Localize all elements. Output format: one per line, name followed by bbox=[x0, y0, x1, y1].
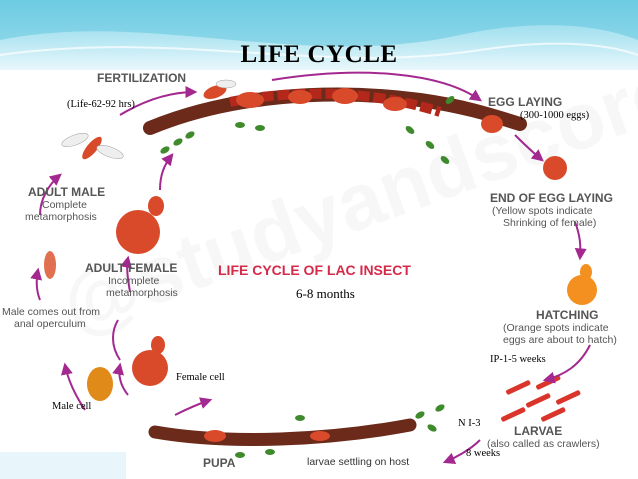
note-female-cell: Female cell bbox=[176, 372, 225, 383]
note-eggs: (300-1000 eggs) bbox=[520, 110, 590, 121]
note-life: (Life-62-92 hrs) bbox=[67, 99, 135, 110]
adult-male-description-line2: metamorphosis bbox=[25, 211, 97, 223]
label-larvae: LARVAE bbox=[514, 424, 563, 438]
adult-male-description-line1: Complete bbox=[42, 199, 87, 211]
hatching-description-line1: (Orange spots indicate bbox=[503, 322, 609, 334]
label-adult-male: ADULT MALE bbox=[28, 185, 106, 199]
emerging-male-insect bbox=[44, 251, 56, 279]
end-egg-laying-description-line1: (Yellow spots indicate bbox=[492, 205, 593, 217]
end-egg-laying-description-line2: Shrinking of female) bbox=[503, 217, 597, 229]
center-title: LIFE CYCLE OF LAC INSECT bbox=[218, 262, 411, 278]
bottom-leaves bbox=[235, 404, 445, 458]
male-cell bbox=[87, 367, 113, 401]
label-pupa: PUPA bbox=[203, 456, 236, 470]
cycle-arrows bbox=[30, 71, 591, 465]
adult-female-description-line2: metamorphosis bbox=[106, 287, 178, 299]
label-fertilization: FERTILIZATION bbox=[97, 71, 187, 85]
label-larvae-settling: larvae settling on host bbox=[307, 456, 410, 468]
label-end-egg-laying: END OF EGG LAYING bbox=[490, 191, 613, 205]
end-egg-laying-insect bbox=[543, 156, 567, 180]
male-exit-line1: Male comes out from bbox=[2, 306, 101, 318]
label-hatching: HATCHING bbox=[536, 308, 599, 322]
top-leaves bbox=[160, 96, 455, 164]
label-adult-female: ADULT FEMALE bbox=[85, 261, 178, 275]
hatching-description-line2: eggs are about to hatch) bbox=[503, 334, 617, 346]
header-wave-decoration bbox=[0, 0, 638, 59]
note-male-cell: Male cell bbox=[52, 401, 92, 412]
larvae-crawlers bbox=[501, 375, 581, 422]
adult-female-insect bbox=[116, 196, 164, 254]
corner-panel bbox=[0, 452, 126, 479]
female-cell bbox=[132, 336, 168, 386]
note-ni: N I-3 bbox=[458, 418, 481, 429]
bottom-twig-with-lac bbox=[148, 418, 417, 446]
adult-male-insect bbox=[61, 133, 124, 160]
adult-female-description-line1: Incomplete bbox=[108, 275, 160, 287]
note-ip: IP-1-5 weeks bbox=[490, 354, 546, 365]
male-exit-line2: anal operculum bbox=[14, 318, 86, 330]
page-title: LIFE CYCLE bbox=[240, 41, 398, 68]
hatching-insect bbox=[567, 264, 597, 305]
top-twig-with-lac bbox=[143, 87, 527, 135]
larvae-description: (also called as crawlers) bbox=[487, 438, 600, 450]
note-8-weeks: 8 weeks bbox=[466, 448, 501, 459]
fertilization-insects bbox=[203, 79, 237, 99]
label-egg-laying: EGG LAYING bbox=[488, 95, 563, 109]
cycle-duration: 6-8 months bbox=[296, 286, 355, 301]
header-banner bbox=[0, 0, 638, 70]
